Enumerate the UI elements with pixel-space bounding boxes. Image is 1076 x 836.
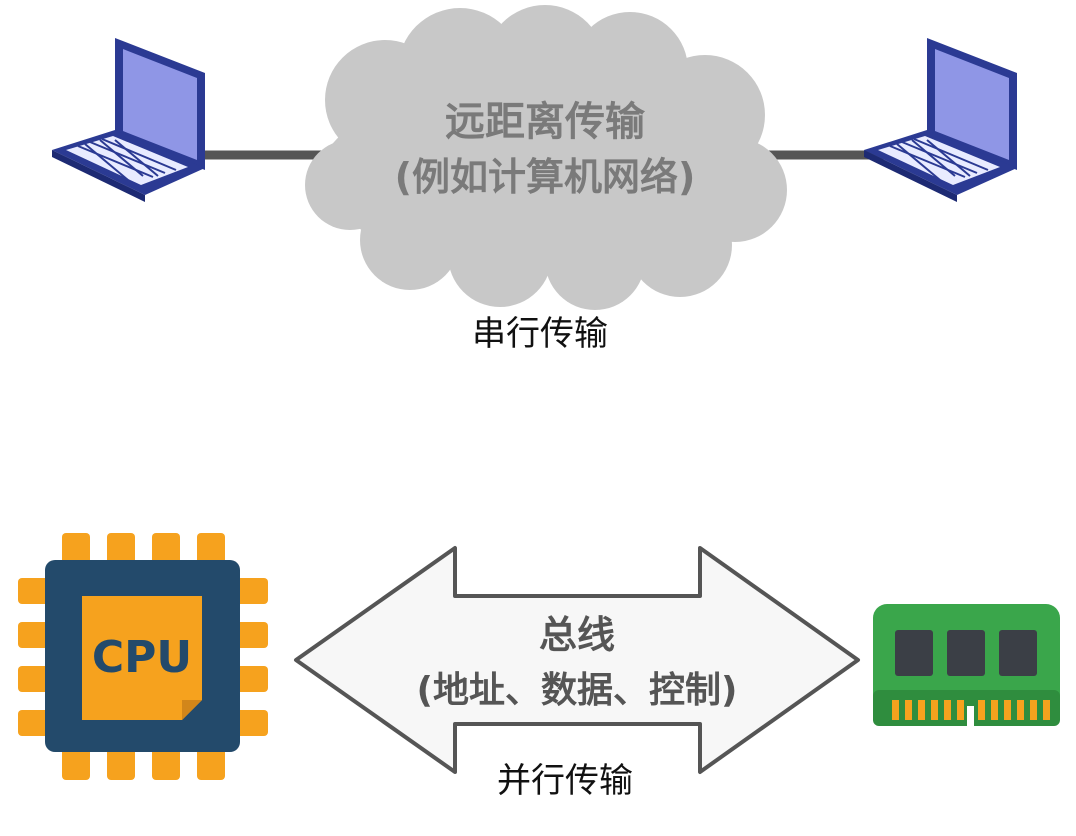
cloud-title: 远距离传输 [445,99,646,145]
bus-double-arrow [294,546,860,774]
serial-section: 远距离传输 (例如计算机网络) 串行传输 [52,5,1017,354]
network-cloud [305,5,787,310]
left-laptop-icon [52,38,205,202]
cpu-label: CPU [92,632,192,683]
cloud-subtitle: (例如计算机网络) [395,155,696,199]
ram-module-icon [873,604,1060,726]
parallel-section: CPU 总线 (地址、数据、控制) 并行传输 [18,533,1060,801]
bus-title: 总线 [539,613,615,657]
bus-subtitle: (地址、数据、控制) [417,670,738,711]
serial-caption: 串行传输 [472,314,608,354]
right-laptop-icon [864,38,1017,202]
cpu-chip-icon: CPU [18,533,268,780]
parallel-caption: 并行传输 [497,761,633,801]
